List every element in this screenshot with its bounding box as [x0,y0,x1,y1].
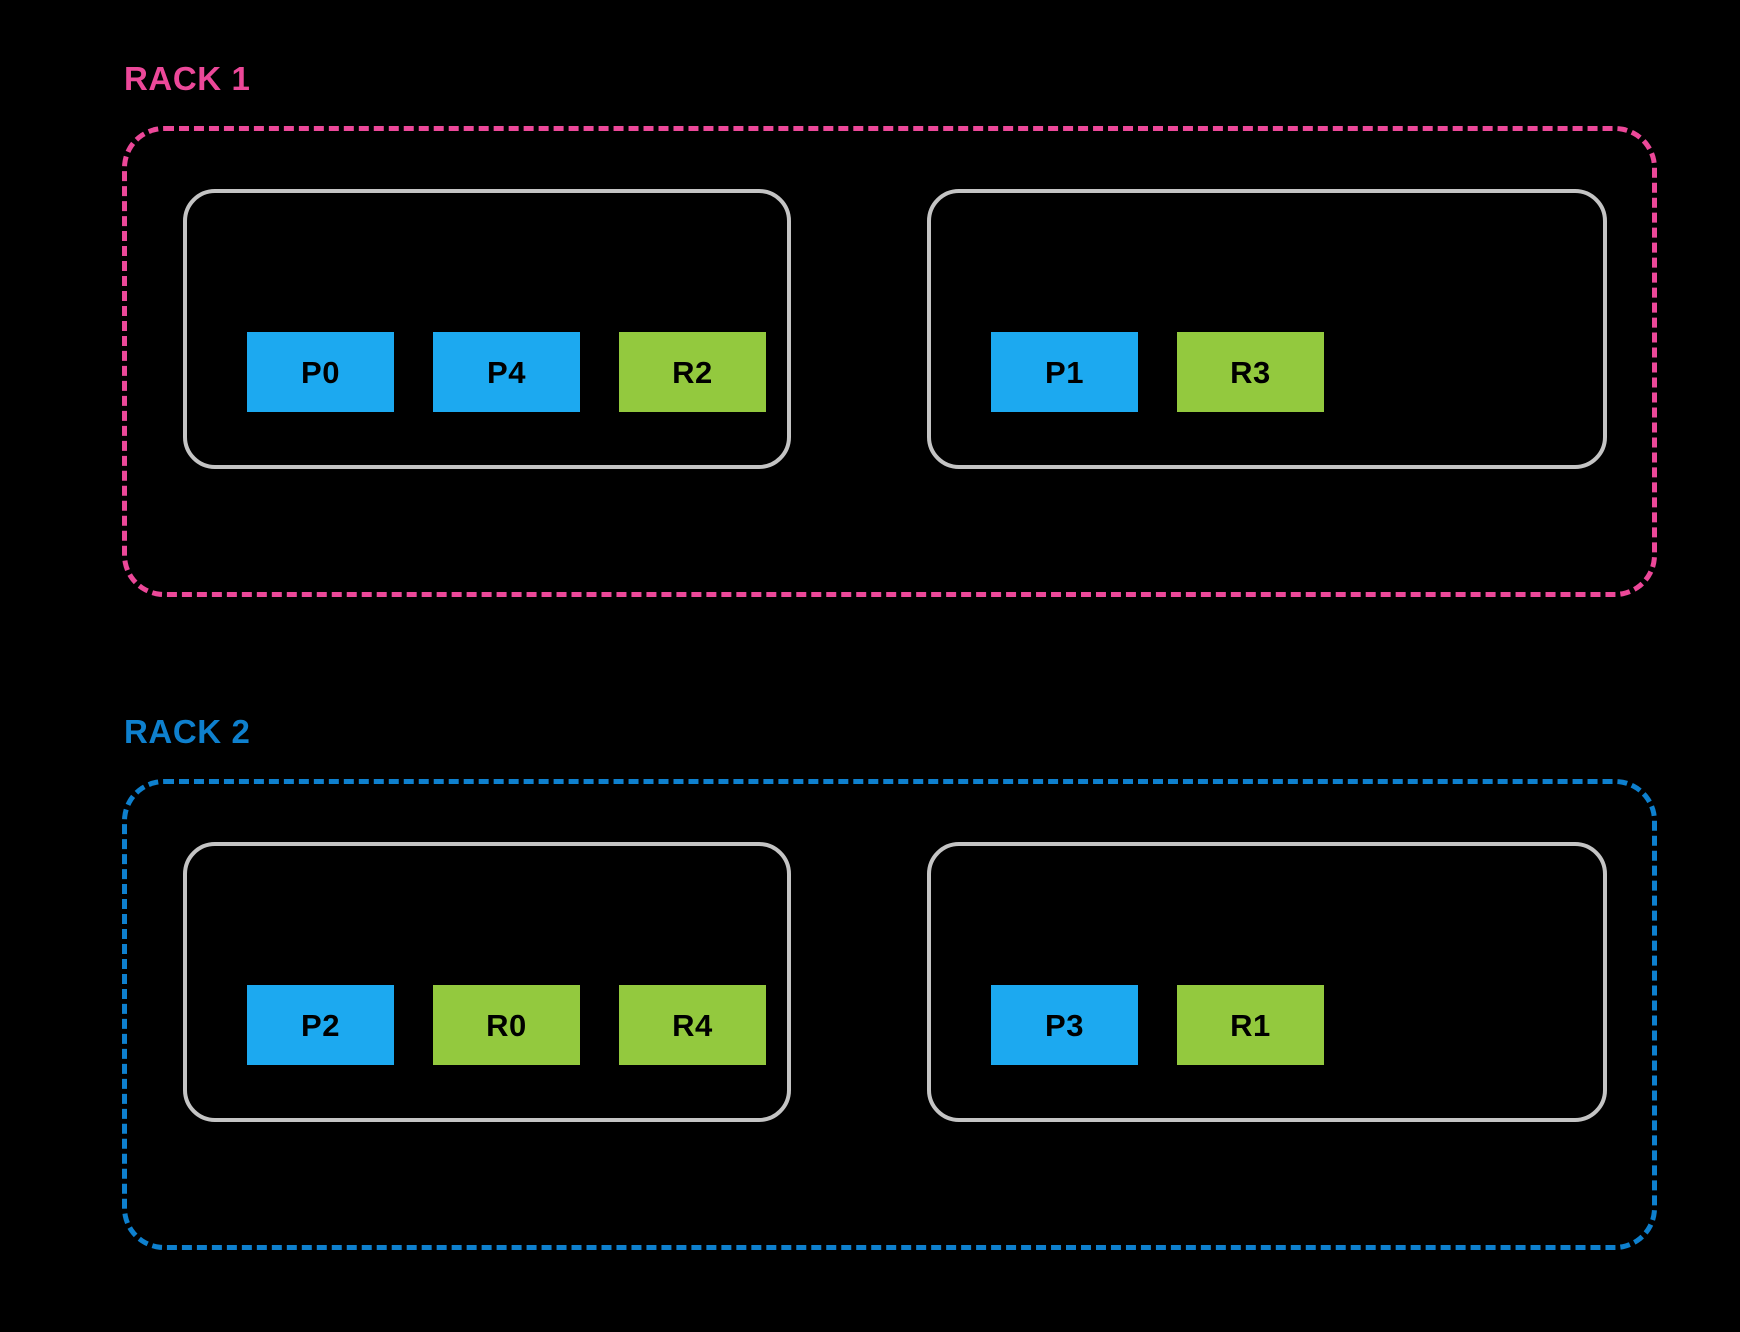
chip-p4[interactable]: P4 [433,332,580,412]
chip-list-rack2-right: P3 R1 [991,985,1324,1065]
chip-r1[interactable]: R1 [1177,985,1324,1065]
chip-p2[interactable]: P2 [247,985,394,1065]
broker-node-rack2-right[interactable]: P3 R1 [927,842,1607,1122]
rack-boundary-2: P2 R0 R4 P3 R1 [122,779,1657,1250]
chip-r4[interactable]: R4 [619,985,766,1065]
chip-list-rack1-right: P1 R3 [991,332,1324,412]
broker-node-rack1-left[interactable]: P0 P4 R2 [183,189,791,469]
broker-row-rack-1: P0 P4 R2 P1 R3 [127,131,1652,592]
chip-r2[interactable]: R2 [619,332,766,412]
chip-p1[interactable]: P1 [991,332,1138,412]
chip-r3[interactable]: R3 [1177,332,1324,412]
chip-p3[interactable]: P3 [991,985,1138,1065]
rack-label-1: RACK 1 [124,60,251,97]
rack-label-2: RACK 2 [124,713,251,750]
rack-group-1: RACK 1 P0 P4 R2 P1 R3 [122,62,1657,597]
broker-row-rack-2: P2 R0 R4 P3 R1 [127,784,1652,1245]
chip-p0[interactable]: P0 [247,332,394,412]
rack-group-2: RACK 2 P2 R0 R4 P3 R1 [122,715,1657,1250]
broker-node-rack1-right[interactable]: P1 R3 [927,189,1607,469]
rack-boundary-1: P0 P4 R2 P1 R3 [122,126,1657,597]
chip-list-rack2-left: P2 R0 R4 [247,985,766,1065]
chip-list-rack1-left: P0 P4 R2 [247,332,766,412]
broker-node-rack2-left[interactable]: P2 R0 R4 [183,842,791,1122]
chip-r0[interactable]: R0 [433,985,580,1065]
